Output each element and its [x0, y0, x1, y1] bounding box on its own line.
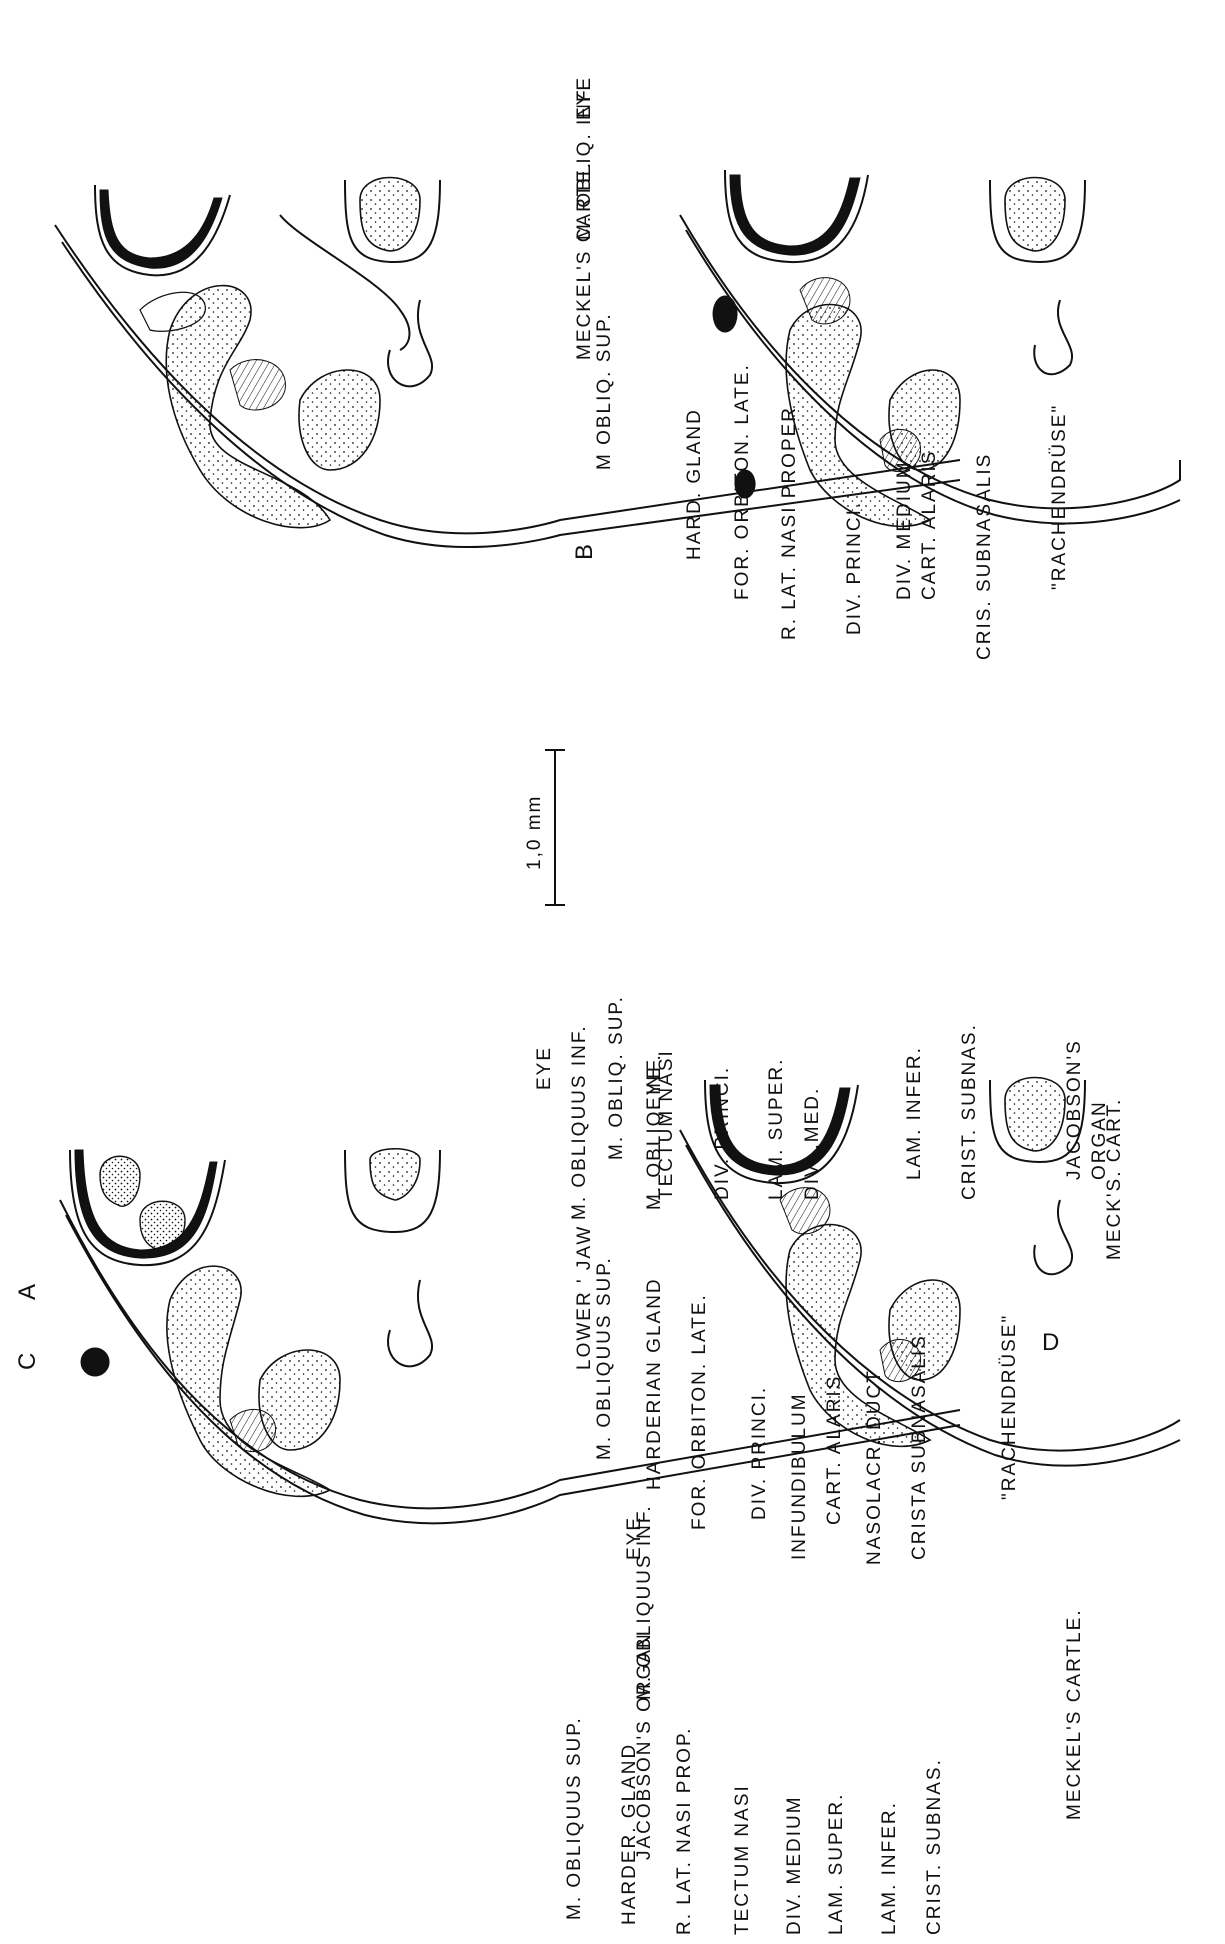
- scale-bar: 1,0 mm: [524, 750, 565, 905]
- label-infundibulum: INFUNDIBULUM: [789, 1392, 810, 1560]
- label-jacobsons: JACOBSON'S: [1064, 1039, 1085, 1180]
- scale-bar-label: 1,0 mm: [524, 795, 545, 870]
- panel-b-letter: B: [571, 544, 598, 560]
- label-lam-infer: LAM. INFER.: [879, 1801, 900, 1935]
- panel-c: C M. OBLIQUUS SUP. HARDER. GLAND R. LAT.…: [14, 1078, 1180, 1936]
- label-meck-s-cart: MECK'S. CART.: [1104, 1098, 1125, 1260]
- label-m-obliq-inf: M. OBLIQ. INF.: [644, 1053, 665, 1210]
- panel-a: A M. OBLIQUUS SUP. HARDERIAN GLAND FOR. …: [14, 1024, 1020, 1565]
- label-div-med: DIV. ,MED.: [802, 1087, 823, 1200]
- label-crist-subnas: CRIST. SUBNAS.: [959, 1023, 980, 1200]
- label-div-princi: DIV. PRINCI.: [749, 1386, 770, 1520]
- panel-c-letter: C: [14, 1353, 41, 1370]
- label-lam-super: LAM. SUPER.: [766, 1058, 787, 1200]
- label-m-obliquus-sup: M. OBLIQUUS SUP.: [564, 1716, 585, 1920]
- panel-d-letter: D: [1042, 1329, 1059, 1356]
- panel-d: D M. OBLIQ. SUP. TECTUM NASI DIV. PRINCI…: [606, 170, 1180, 1356]
- label-for-orbiton-late: FOR. ORBITON. LATE.: [689, 1293, 710, 1530]
- label-hard-gland: HARD. GLAND: [684, 408, 705, 560]
- label-rachendruse: "RACHENDRÜSE": [1049, 404, 1070, 590]
- panel-b: B M OBLIQ. SUP. HARD. GLAND FOR. ORBITON…: [55, 76, 1070, 660]
- label-r-lat-nasi-proper: R. LAT. NASI PROPER: [779, 406, 800, 640]
- label-lam-infer: LAM. INFER.: [904, 1046, 925, 1180]
- label-jacobsons-organ: JACOBSON'S ORGAN: [634, 1632, 655, 1860]
- label-m-obliq-sup: M OBLIQ. SUP.: [594, 312, 615, 470]
- label-rachendruse: "RACHENDRÜSE": [999, 1314, 1020, 1500]
- label-r-lat-nasi-prop: R. LAT. NASI PROP.: [674, 1727, 695, 1935]
- label-m-obliq-sup: M. OBLIQ. SUP.: [606, 995, 627, 1160]
- label-meckels-cartle: MECKEL'S CARTLE.: [1064, 1608, 1085, 1820]
- panel-c-labels: M. OBLIQUUS SUP. HARDER. GLAND R. LAT. N…: [564, 1504, 1085, 1935]
- label-lam-super: LAM. SUPER.: [826, 1793, 847, 1935]
- label-div-princi: DIV. PRINCI.: [844, 501, 865, 635]
- label-meckels-carte: MECKEL'S CARTE.: [574, 161, 595, 360]
- label-lower-jaw: LOWER ' JAW: [574, 1225, 595, 1370]
- label-crist-subnas: CRIST. SUBNAS.: [924, 1758, 945, 1935]
- label-m-obliquus-inf: M. OBLIQUUS INF.: [569, 1024, 590, 1220]
- label-div-medium: DIV. MEDIUM: [784, 1795, 805, 1935]
- label-div-medium: DIV. MEDIUM: [894, 460, 915, 600]
- label-eye: EYE: [534, 1046, 555, 1090]
- label-m-obliquus-sup: M. OBLIQUUS SUP.: [594, 1256, 615, 1460]
- panel-a-letter: A: [14, 1284, 41, 1300]
- label-cris-subnasalis: CRIS. SUBNASALIS: [974, 453, 995, 660]
- label-nasolacr-duct: NASOLACR. DUCT: [864, 1369, 885, 1565]
- label-tectum-nasi: TECTUM NASI: [732, 1784, 753, 1935]
- label-harderian-gland: HARDERIAN GLAND: [644, 1277, 665, 1490]
